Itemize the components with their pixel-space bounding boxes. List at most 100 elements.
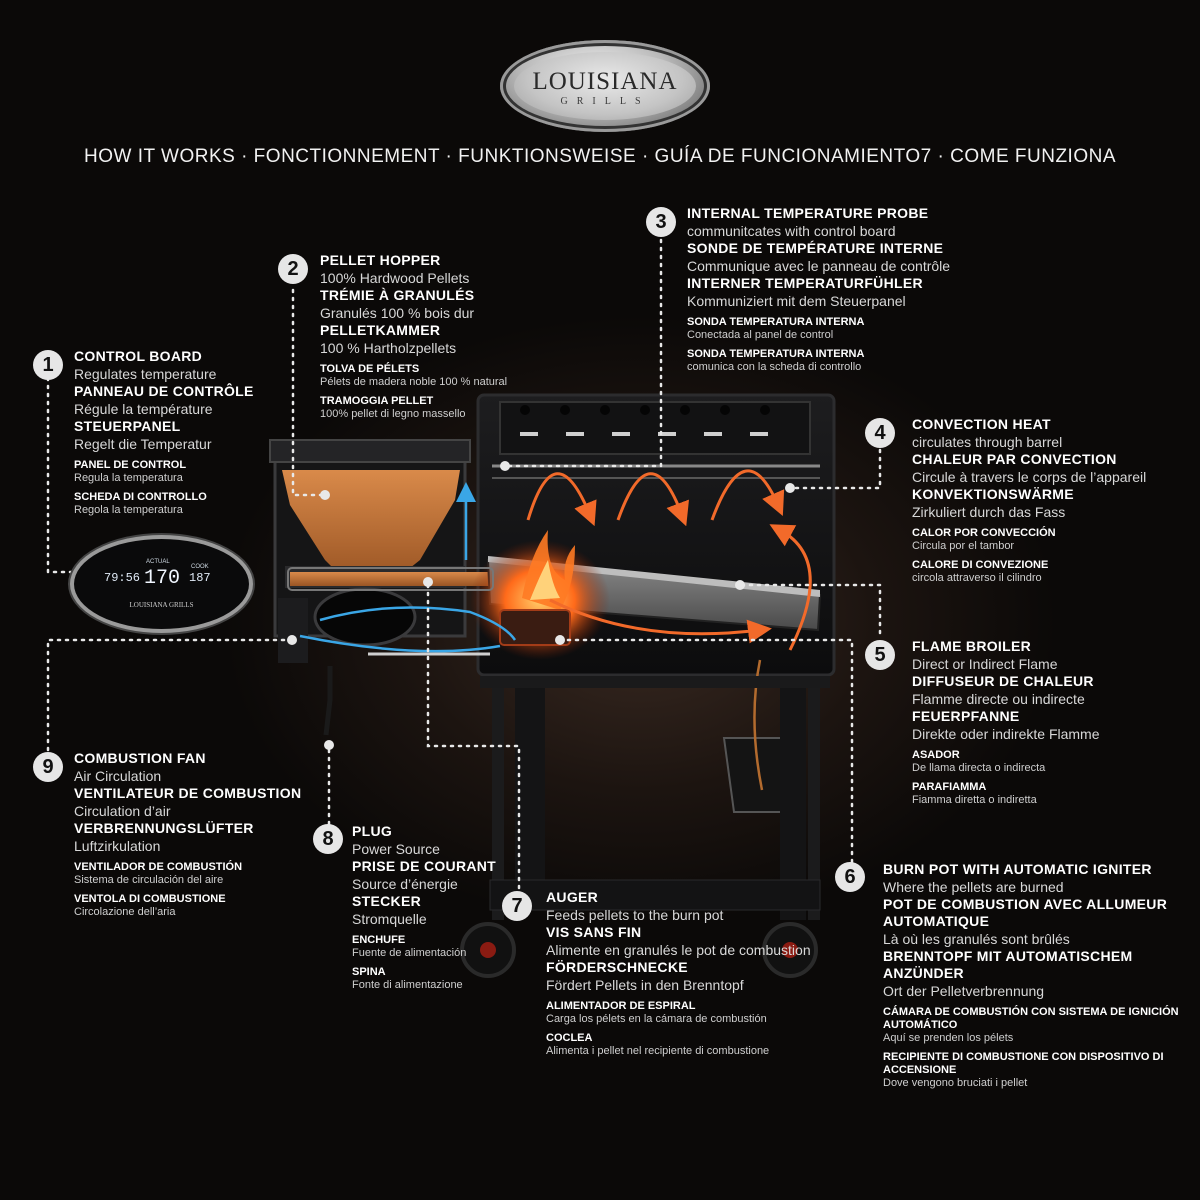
callout-8-description: Power Source <box>352 841 440 857</box>
callout-5-description: Direct or Indirect Flame <box>912 656 1058 672</box>
callout-9-marker: 9 <box>33 752 63 782</box>
callout-4-sub-description: circola attraverso il cilindro <box>912 572 1042 584</box>
combustion-fan-housing <box>278 587 417 663</box>
callout-2-description: 100% Hardwood Pellets <box>320 270 470 286</box>
logo-brand-name: LOUISIANA <box>532 68 678 95</box>
callout-9-sub-heading: VENTOLA DI COMBUSTIONE <box>74 893 226 905</box>
callout-5-sub-heading: ASADOR <box>912 749 960 761</box>
callout-7-heading: VIS SANS FIN <box>546 924 642 940</box>
callout-3-description: communitcates with control board <box>687 223 896 239</box>
callout-2-sub-heading: TRAMOGGIA PELLET <box>320 395 434 407</box>
callout-8-sub-description: Fuente de alimentación <box>352 947 467 959</box>
callout-9-heading: VERBRENNUNGSLÜFTER <box>74 820 254 836</box>
callout-5-sub-description: Fiamma diretta o indiretta <box>912 794 1037 806</box>
callout-9-heading: COMBUSTION FAN <box>74 750 206 766</box>
callout-8-sub-heading: SPINA <box>352 966 386 978</box>
callout-3-sub-heading: SONDA TEMPERATURA INTERNA <box>687 348 865 360</box>
callout-5-sub-heading: PARAFIAMMA <box>912 781 987 793</box>
controller-brand-label: LOUISIANA GRILLS <box>129 601 194 609</box>
callout-4-heading: CHALEUR PAR CONVECTION <box>912 451 1117 467</box>
callout-5-description: Direkte oder indirekte Flamme <box>912 726 1100 742</box>
callout-6-description: Where the pellets are burned <box>883 879 1064 895</box>
callout-6-sub-description: Dove vengono bruciati i pellet <box>883 1077 1028 1089</box>
callout-2-sub-description: Pélets de madera noble 100 % natural <box>320 376 508 388</box>
callout-3-heading: SONDE DE TEMPÉRATURE INTERNE <box>687 240 944 256</box>
callout-6-sub-heading: RECIPIENTE DI COMBUSTIONE CON DISPOSITIV… <box>883 1051 1164 1076</box>
callout-7-description: Alimente en granulés le pot de combustio… <box>546 942 811 958</box>
callout-1-sub-description: Regula la temperatura <box>74 472 183 484</box>
callout-9-description: Air Circulation <box>74 768 162 784</box>
callout-6-description: Là où les granulés sont brûlés <box>883 931 1070 947</box>
callout-8-marker: 8 <box>313 824 343 854</box>
callout-6-text: BURN POT WITH AUTOMATIC IGNITER Where the… <box>883 861 1183 1090</box>
callout-4-heading: KONVEKTIONSWÄRME <box>912 486 1074 502</box>
callout-8-heading: PRISE DE COURANT <box>352 858 497 874</box>
callout-6-sub-heading: CÁMARA DE COMBUSTIÓN CON SISTEMA DE IGNI… <box>883 1006 1179 1031</box>
callout-3-description: Kommuniziert mit dem Steuerpanel <box>687 293 906 309</box>
callout-8-description: Stromquelle <box>352 911 427 927</box>
callout-6-heading: BURN POT WITH AUTOMATIC IGNITER <box>883 861 1152 877</box>
callout-6-marker: 6 <box>835 862 865 892</box>
power-cord <box>323 666 333 736</box>
callout-2-sub-description: 100% pellet di legno massello <box>320 408 466 420</box>
callout-1-heading: STEUERPANEL <box>74 418 181 434</box>
callout-7-heading: FÖRDERSCHNECKE <box>546 959 688 975</box>
callout-2-marker: 2 <box>278 254 308 284</box>
controller-actual-label: ACTUAL <box>146 559 170 565</box>
callout-5-heading: DIFFUSEUR DE CHALEUR <box>912 673 1094 689</box>
callout-5-marker: 5 <box>865 640 895 670</box>
callout-4-description: Circule à travers le corps de l’appareil <box>912 469 1147 485</box>
callout-1-heading: PANNEAU DE CONTRÔLE <box>74 383 254 399</box>
callout-1-marker: 1 <box>33 350 63 380</box>
callout-7-description: Feeds pellets to the burn pot <box>546 907 724 923</box>
callout-5-description: Flamme directe ou indirecte <box>912 691 1085 707</box>
callout-1-heading: CONTROL BOARD <box>74 348 203 364</box>
controller-panel: 79:56 ACTUAL 170 COOK 187 LOUISIANA GRIL… <box>70 535 253 633</box>
callout-3-sub-heading: SONDA TEMPERATURA INTERNA <box>687 316 865 328</box>
callout-9-sub-description: Sistema de circulación del aire <box>74 874 224 886</box>
callout-1-sub-description: Regola la temperatura <box>74 504 183 516</box>
callout-2-heading: PELLETKAMMER <box>320 322 441 338</box>
callout-1-description: Regulates temperature <box>74 366 217 382</box>
callout-7-sub-heading: ALIMENTADOR DE ESPIRAL <box>546 1000 696 1012</box>
callout-7-sub-description: Carga los pélets en la cámara de combust… <box>546 1013 767 1025</box>
callout-2-description: Granulés 100 % bois dur <box>320 305 475 321</box>
callout-2-heading: TRÉMIE À GRANULÉS <box>320 287 475 303</box>
callout-5-heading: FEUERPFANNE <box>912 708 1020 724</box>
callout-3-heading: INTERNAL TEMPERATURE PROBE <box>687 205 929 221</box>
callout-7-sub-description: Alimenta i pellet nel recipiente di comb… <box>546 1045 770 1057</box>
controller-actual-readout: 170 <box>144 567 181 590</box>
callout-6-sub-description: Aquí se prenden los pélets <box>883 1032 1014 1044</box>
callout-1-description: Regelt die Temperatur <box>74 436 212 452</box>
callout-1-sub-heading: PANEL DE CONTROL <box>74 459 187 471</box>
callout-8-heading: PLUG <box>352 823 393 839</box>
callout-2-description: 100 % Hartholzpellets <box>320 340 457 356</box>
callout-8-sub-heading: ENCHUFE <box>352 934 406 946</box>
callout-9-heading: VENTILATEUR DE COMBUSTION <box>74 785 302 801</box>
callout-7-marker: 7 <box>502 891 532 921</box>
callout-4-description: Zirkuliert durch das Fass <box>912 504 1066 520</box>
controller-time-readout: 79:56 <box>104 571 141 585</box>
callout-7-sub-heading: COCLEA <box>546 1032 593 1044</box>
callout-3-heading: INTERNER TEMPERATURFÜHLER <box>687 275 923 291</box>
logo-brand-sub: GRILLS <box>560 96 650 107</box>
grill-cart <box>460 676 830 978</box>
callout-4-sub-heading: CALOR POR CONVECCIÓN <box>912 527 1056 539</box>
controller-cook-label: COOK <box>191 564 209 570</box>
callout-3-sub-description: Conectada al panel de control <box>687 329 834 341</box>
callout-9-description: Luftzirkulation <box>74 838 161 854</box>
callout-2-sub-heading: TOLVA DE PÉLETS <box>320 363 420 375</box>
callout-5-sub-description: De llama directa o indirecta <box>912 762 1046 774</box>
callout-4-heading: CONVECTION HEAT <box>912 416 1051 432</box>
callout-1-sub-heading: SCHEDA DI CONTROLLO <box>74 491 207 503</box>
callout-8-description: Source d’énergie <box>352 876 458 892</box>
controller-cook-readout: 187 <box>189 571 211 585</box>
